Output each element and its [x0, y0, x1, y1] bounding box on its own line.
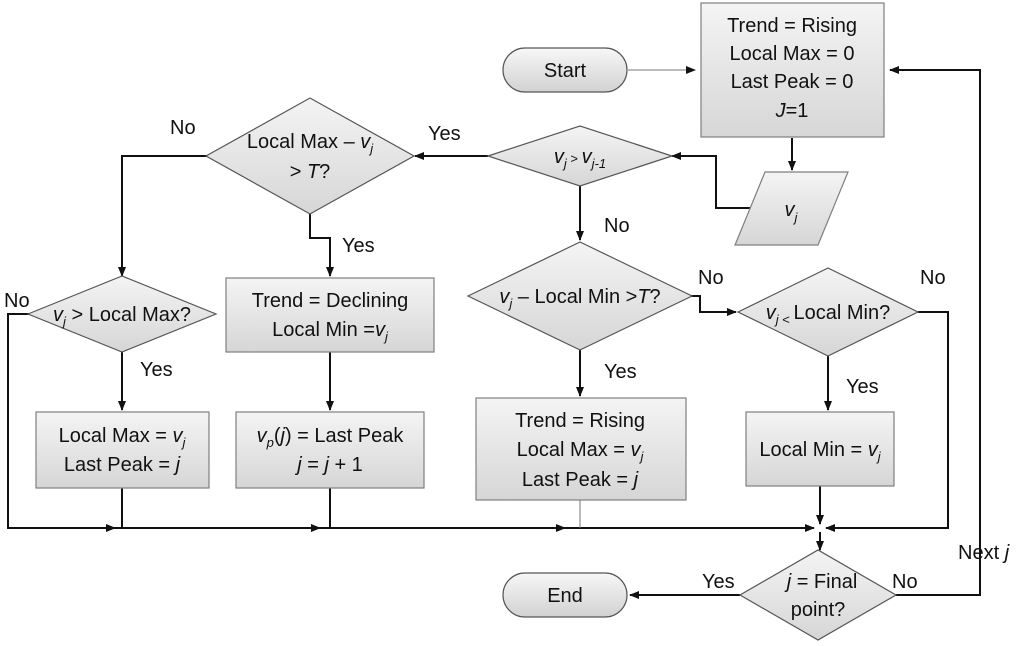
input-vj: vj	[734, 171, 849, 246]
start-label: Start	[544, 60, 587, 82]
update-min-line: Local Min = vj	[759, 439, 881, 464]
label-yes-drop: Yes	[342, 235, 375, 257]
box-declining: Trend = Declining Local Min =vj	[225, 277, 435, 353]
arrow-drop-yes	[309, 214, 334, 277]
compare-label: vj > vj-1	[554, 146, 606, 171]
decision-localmin-rise: vj – Local Min >T?	[466, 241, 694, 351]
label-no-ltmin: No	[920, 267, 946, 289]
end-terminal: End	[502, 572, 628, 618]
label-yes-compare: Yes	[428, 123, 461, 145]
update-max-line-2: Last Peak = j	[64, 454, 181, 476]
label-no-compare: No	[604, 215, 630, 237]
arrow-input-to-compare	[671, 152, 755, 209]
decision-final-point: j = Final point?	[738, 549, 898, 641]
decision-localmax-drop: Local Max – vj > T?	[204, 97, 416, 215]
label-no-rise: No	[698, 267, 724, 289]
declining-line-2: Local Min =vj	[272, 319, 389, 344]
edge-labels: Yes No No Yes No Yes No Yes No Yes Yes N…	[4, 117, 1010, 593]
start-terminal: Start	[502, 47, 628, 93]
update-max-line-1: Local Max = vj	[59, 425, 187, 450]
label-no-drop: No	[170, 117, 196, 139]
label-yes-final: Yes	[702, 571, 735, 593]
localmin-rise-label: vj – Local Min >T?	[499, 286, 660, 311]
box-update-max: Local Max = vj Last Peak = j	[35, 411, 210, 489]
label-yes-ltmin: Yes	[846, 376, 879, 398]
declining-line-1: Trend = Declining	[252, 290, 409, 312]
arrow-gtmax-no	[7, 313, 116, 532]
arrow-rise-no	[690, 295, 737, 316]
init-line-2: Local Max = 0	[729, 43, 854, 65]
label-no-gtmax: No	[4, 290, 30, 312]
gt-localmax-label: vj > Local Max?	[53, 304, 191, 329]
record-peak-line-2: j = j + 1	[294, 454, 363, 476]
rising-line-1: Trend = Rising	[515, 410, 645, 432]
box-record-peak: vp(j) = Last Peak j = j + 1	[235, 411, 425, 489]
connectors	[7, 66, 981, 599]
init-line-4: J=1	[775, 100, 809, 122]
arrow-ltmin-no	[825, 311, 949, 532]
decision-lt-localmin: vj < Local Min?	[736, 267, 920, 357]
localmax-drop-line-1: Local Max – vj	[247, 131, 374, 156]
label-yes-gtmax: Yes	[140, 359, 173, 381]
final-line-1: j = Final	[784, 571, 858, 593]
end-label: End	[547, 585, 583, 607]
final-line-2: point?	[791, 599, 846, 621]
init-box: Trend = Rising Local Max = 0 Last Peak =…	[700, 2, 885, 138]
input-label: vj	[785, 199, 799, 225]
label-no-final: No	[892, 571, 918, 593]
arrow-drop-no	[118, 155, 208, 277]
decision-gt-localmax: vj > Local Max?	[26, 275, 218, 353]
lt-localmin-label: vj < Local Min?	[766, 302, 890, 327]
record-peak-line-1: vp(j) = Last Peak	[257, 425, 405, 450]
init-line-3: Last Peak = 0	[731, 71, 854, 93]
label-next-j: Next j	[958, 542, 1010, 564]
localmax-drop-line-2: > T?	[290, 161, 331, 183]
box-update-min: Local Min = vj	[745, 411, 895, 487]
box-rising: Trend = Rising Local Max = vj Last Peak …	[475, 397, 687, 501]
rising-line-2: Local Max = vj	[517, 439, 645, 464]
decision-compare: vj > vj-1	[486, 125, 674, 187]
label-yes-rise: Yes	[604, 361, 637, 383]
arrow-next-j-loop	[889, 66, 981, 596]
rising-line-3: Last Peak = j	[522, 469, 639, 491]
init-line-1: Trend = Rising	[727, 15, 857, 37]
